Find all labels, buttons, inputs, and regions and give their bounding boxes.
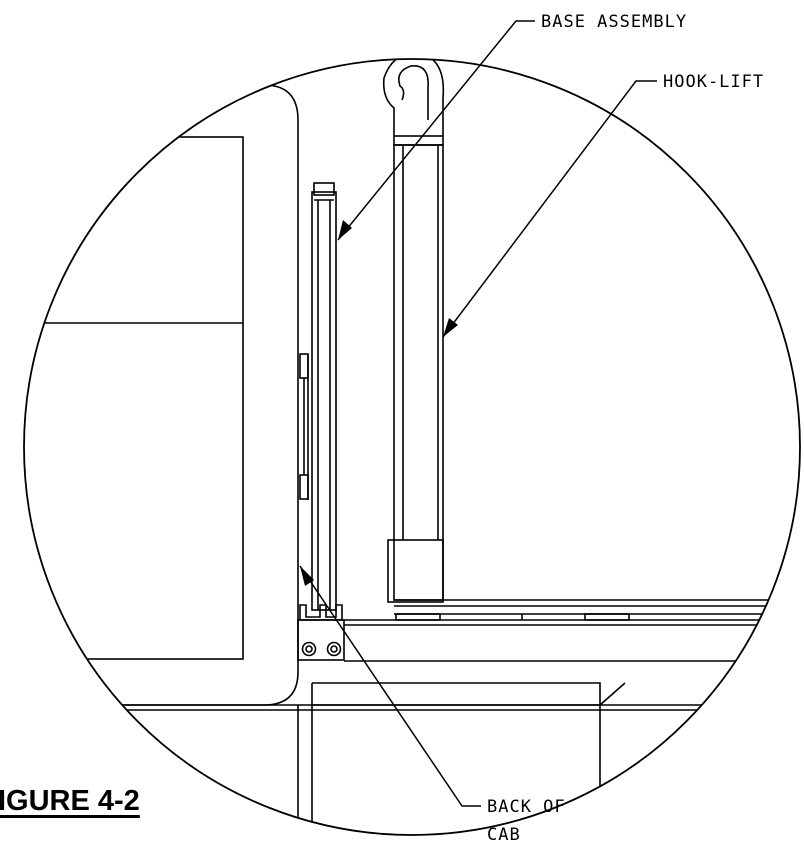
callout-base-assembly: BASE ASSEMBLY: [541, 12, 687, 32]
callout-back-of-cab-line2: CAB: [487, 825, 521, 845]
arrowhead-base-assembly: [338, 220, 352, 240]
bolt-left-inner: [305, 645, 313, 653]
arrowhead-hook-lift: [443, 318, 458, 337]
callout-hook-lift: HOOK-LIFT: [663, 72, 764, 92]
arrowhead-back-of-cab: [300, 566, 314, 586]
rail-pad-1: [395, 613, 441, 621]
leader-base-assembly: [337, 20, 535, 241]
hook-lift-hook: [382, 59, 445, 136]
side-plate-lower: [299, 474, 309, 500]
lower-box-diagonal: [599, 682, 626, 706]
bolt-left-outer: [301, 641, 317, 657]
detail-circle: [23, 58, 801, 836]
base-assembly-cap: [313, 182, 335, 196]
leader-back-of-cab: [299, 565, 481, 807]
base-assembly-rail: [311, 191, 337, 611]
cab-window: [24, 136, 244, 660]
side-plate-upper: [299, 353, 309, 379]
bolt-right-outer: [326, 641, 342, 657]
hook-lift-column: [393, 144, 444, 601]
detail-circle-contents: [24, 59, 800, 835]
bolt-right-inner: [330, 645, 338, 653]
lower-box: [312, 682, 601, 835]
rail-pad-2: [584, 613, 630, 621]
callout-back-of-cab-line1: BACK OF: [487, 797, 566, 817]
leader-hook-lift: [442, 80, 657, 338]
bolt-plate: [297, 619, 345, 661]
cab-outline: [24, 84, 299, 706]
figure-caption: IGURE 4-2: [0, 785, 140, 817]
hook-lift-base-block: [387, 539, 444, 603]
